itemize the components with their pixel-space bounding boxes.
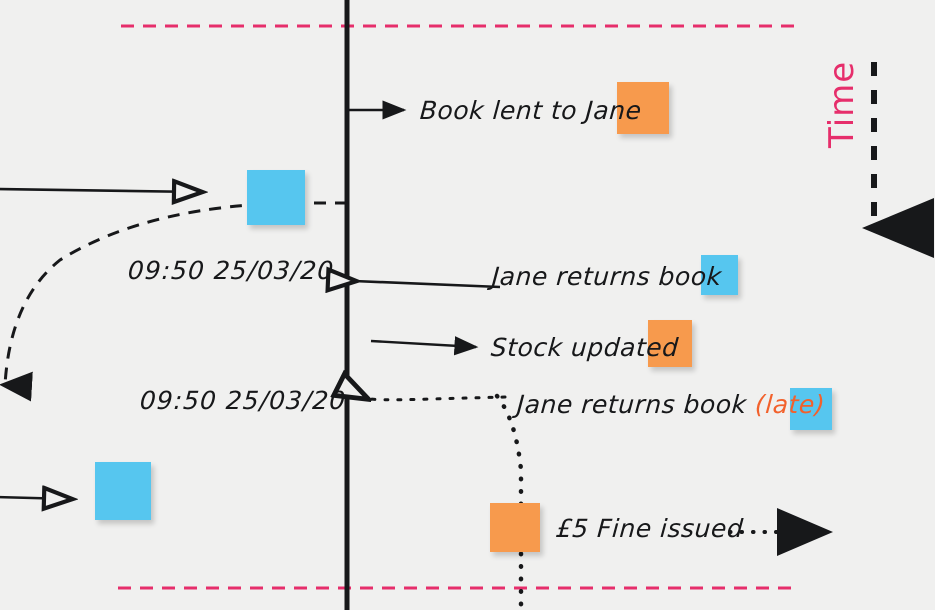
time-axis-label: Time bbox=[822, 60, 862, 148]
dashed-return-flow bbox=[0, 201, 347, 402]
timestamp-jane-returns: 09:50 25/03/20 bbox=[126, 256, 336, 285]
note-fine-issued[interactable] bbox=[490, 503, 540, 552]
label-stock-updated: Stock updated bbox=[489, 333, 680, 362]
arrow-jane-returns-late bbox=[366, 397, 507, 400]
note-incoming-bottom[interactable] bbox=[95, 462, 151, 520]
arrow-incoming-bottom bbox=[0, 497, 70, 499]
note-stock-updated[interactable] bbox=[648, 320, 692, 367]
note-book-lent[interactable] bbox=[617, 82, 669, 134]
label-fine-issued: £5 Fine issued bbox=[554, 514, 745, 543]
arrow-jane-returns bbox=[354, 281, 501, 287]
label-jane-returns-late-text: Jane returns book bbox=[515, 390, 757, 419]
arrow-stock-updated bbox=[370, 336, 479, 356]
note-jane-returns[interactable] bbox=[701, 255, 738, 295]
label-jane-returns-late: Jane returns book (late) bbox=[516, 390, 826, 419]
note-jane-returns-late[interactable] bbox=[790, 388, 832, 430]
note-incoming-top[interactable] bbox=[247, 170, 305, 225]
label-book-lent: Book lent to Jane bbox=[418, 96, 643, 125]
label-late-accent: (late) bbox=[754, 390, 827, 419]
label-jane-returns: Jane returns book bbox=[490, 262, 723, 291]
timestamp-jane-returns-late: 09:50 25/03/20 bbox=[138, 386, 348, 415]
arrow-incoming-top bbox=[0, 189, 200, 192]
